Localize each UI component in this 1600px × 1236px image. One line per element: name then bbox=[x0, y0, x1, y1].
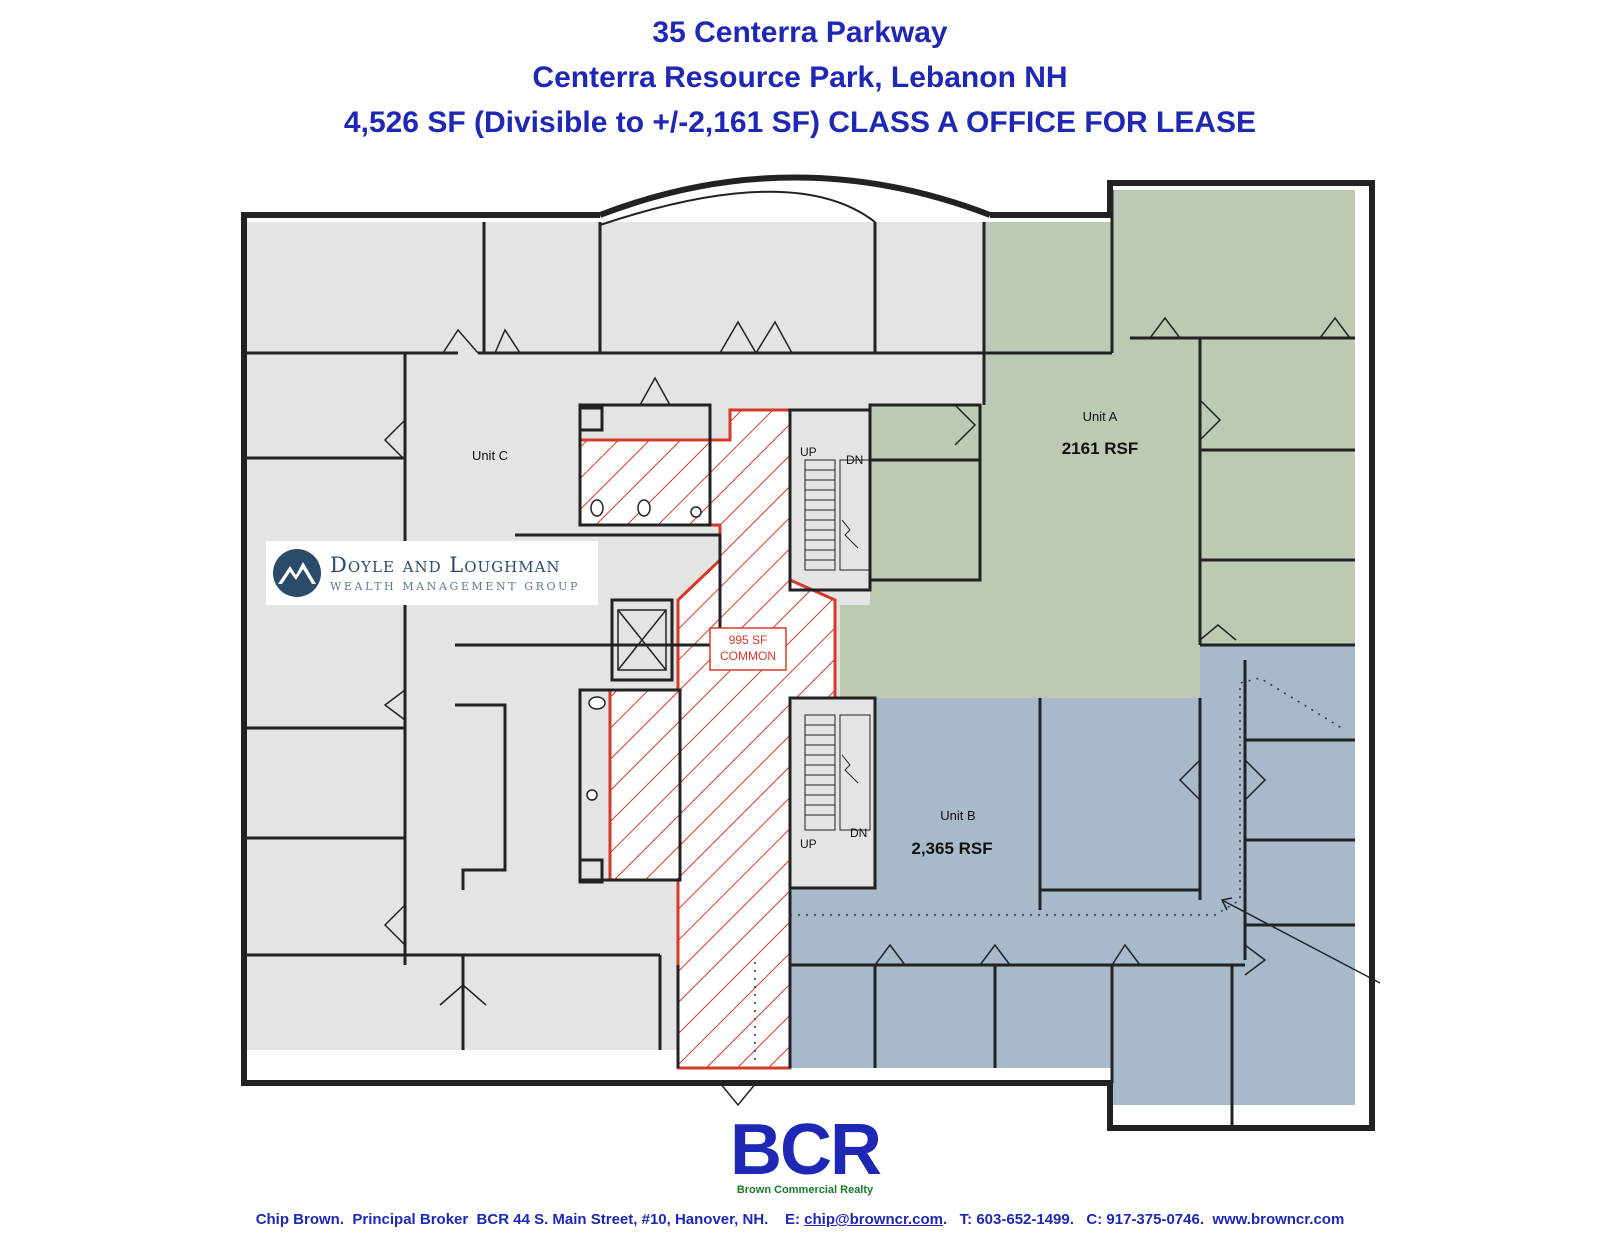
email-link[interactable]: chip@browncr.com bbox=[804, 1211, 943, 1228]
tenant-logo: Doyle and Loughman Wealth Management Gro… bbox=[266, 541, 598, 605]
page-header: 35 Centerra Parkway Centerra Resource Pa… bbox=[0, 10, 1600, 145]
upper-stair-down-label: DN bbox=[846, 453, 863, 467]
bcr-logo: BCR Brown Commercial Realty bbox=[720, 1110, 890, 1196]
upper-stairwell bbox=[804, 459, 871, 571]
address-title: 35 Centerra Parkway bbox=[652, 16, 948, 49]
common-area-size: 995 SF bbox=[729, 633, 768, 647]
common-label-box: 995 SF COMMON bbox=[709, 627, 787, 671]
interior-walls bbox=[247, 190, 1355, 1128]
park-subtitle: Centerra Resource Park, Lebanon NH bbox=[532, 61, 1068, 94]
curved-window-bay bbox=[599, 190, 876, 226]
entrance-arrow bbox=[1220, 897, 1381, 984]
broker-info: Chip Brown. Principal Broker BCR 44 S. M… bbox=[255, 1211, 805, 1228]
elevator bbox=[617, 609, 667, 671]
common-area-label: COMMON bbox=[720, 649, 776, 663]
upper-stair-up-label: UP bbox=[800, 445, 817, 459]
egress-path bbox=[754, 677, 1346, 1060]
unit-b-area bbox=[790, 645, 1355, 1105]
lower-stairwell bbox=[804, 714, 871, 831]
door-swings bbox=[383, 316, 1351, 1107]
unit-a-area-label: 2161 RSF bbox=[1062, 439, 1139, 458]
unit-a-label: Unit A bbox=[1083, 409, 1118, 424]
unit-b-area-label: 2,365 RSF bbox=[911, 839, 992, 858]
building-outline bbox=[241, 174, 1375, 1131]
mountain-logo-icon bbox=[273, 549, 321, 597]
restroom-fixtures bbox=[586, 499, 702, 801]
bcr-logo-name: Brown Commercial Realty bbox=[736, 1184, 874, 1196]
phone-web-info: . T: 603-652-1499. C: 917-375-0746. www.… bbox=[943, 1211, 1345, 1228]
tenant-name: Doyle and Loughman bbox=[330, 553, 561, 577]
unit-b-label: Unit B bbox=[940, 808, 975, 823]
lower-stair-down-label: DN bbox=[850, 826, 867, 840]
unit-c-label: Unit C bbox=[472, 448, 508, 463]
tenant-subtitle: Wealth Management Group bbox=[330, 580, 581, 593]
unit-a-area bbox=[840, 190, 1355, 698]
lower-stair-up-label: UP bbox=[800, 837, 817, 851]
bcr-logo-mark: BCR bbox=[730, 1110, 882, 1190]
lease-headline: 4,526 SF (Divisible to +/-2,161 SF) CLAS… bbox=[343, 106, 1257, 139]
contact-footer: Chip Brown. Principal Broker BCR 44 S. M… bbox=[0, 1211, 1600, 1228]
